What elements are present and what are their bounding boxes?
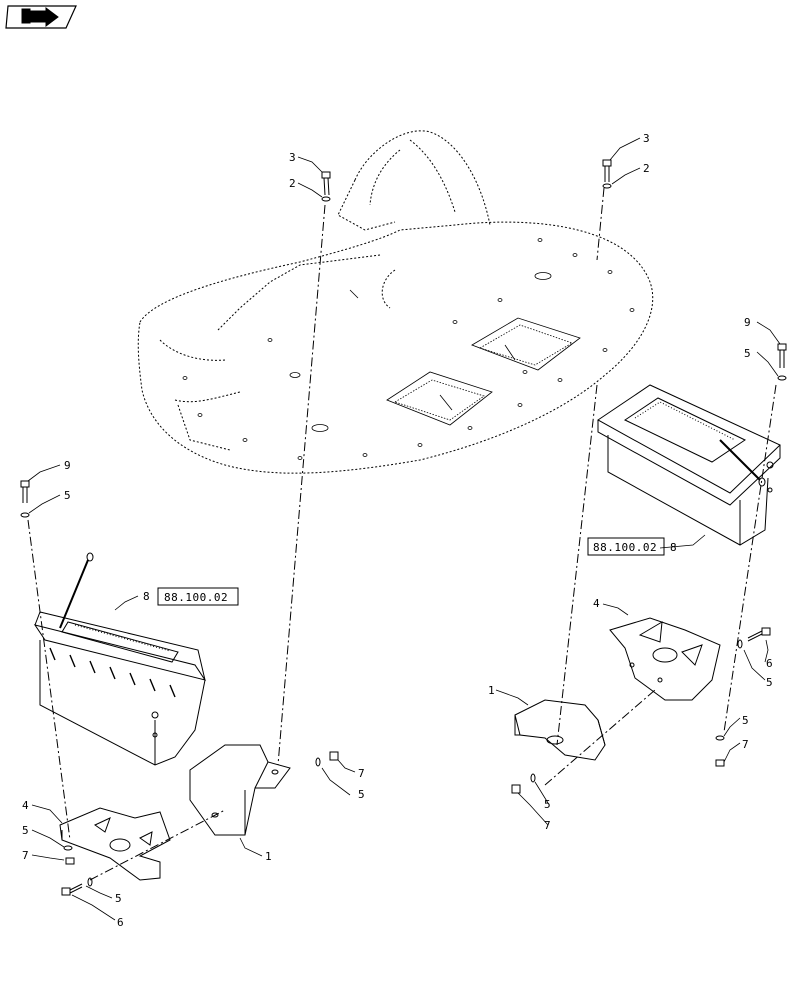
callout-5-right-top: 5 (744, 347, 751, 360)
callout-1-left: 1 (265, 850, 272, 863)
callout-5-right-b: 5 (742, 714, 749, 727)
reference-label-right[interactable]: 88.100.02 (593, 541, 657, 554)
callout-6-left: 6 (117, 916, 124, 929)
reference-box-left[interactable] (157, 587, 239, 606)
bolt-6-left (61, 883, 83, 896)
callout-7-right-a: 7 (742, 738, 749, 751)
callout-2-right: 2 (643, 162, 650, 175)
callout-5-left-a: 5 (22, 824, 29, 837)
callout-5-left-b: 5 (115, 892, 122, 905)
battery-box-right (597, 384, 781, 546)
callout-3-right: 3 (643, 132, 650, 145)
callout-7-right-b: 7 (544, 819, 551, 832)
washer-5-right-top (777, 375, 787, 381)
bolt-6-right (747, 627, 771, 642)
washer-2-left (321, 196, 331, 202)
bolt-9-right (777, 343, 787, 368)
bolt-9-left (20, 480, 30, 503)
washer-5-right-c (530, 773, 536, 783)
callout-5-right-c: 5 (544, 798, 551, 811)
battery-box-left (33, 552, 207, 766)
washer-5-left-c (315, 757, 321, 767)
callout-7-left-a: 7 (22, 849, 29, 862)
bracket-1-left (189, 744, 291, 836)
nut-7-left-b (329, 751, 339, 761)
callout-6-right: 6 (766, 657, 773, 670)
base-frame (137, 130, 654, 474)
nut-7-left-a (65, 857, 75, 865)
callout-2-left: 2 (289, 177, 296, 190)
callout-1-right: 1 (488, 684, 495, 697)
washer-2-right (602, 183, 612, 189)
washer-5-left-a (63, 845, 73, 851)
callout-5-left-top: 5 (64, 489, 71, 502)
centerlines (27, 187, 777, 881)
washer-5-left-top (20, 512, 30, 518)
callout-3-left: 3 (289, 151, 296, 164)
base-frame-cutouts (182, 238, 635, 460)
callout-5-left-c: 5 (358, 788, 365, 801)
washer-5-right-a (737, 639, 743, 649)
callout-labels: 3 2 3 2 9 5 9 5 8 8 4 5 7 5 6 1 7 5 4 1 … (22, 132, 773, 929)
callout-7-left-b: 7 (358, 767, 365, 780)
callout-4-left: 4 (22, 799, 29, 812)
reference-label-left[interactable]: 88.100.02 (164, 591, 228, 604)
callout-5-right-a: 5 (766, 676, 773, 689)
return-arrow-icon[interactable] (5, 5, 77, 29)
callout-9-right: 9 (744, 316, 751, 329)
bolt-3-right (602, 159, 612, 182)
callout-4-right: 4 (593, 597, 600, 610)
reference-box-right[interactable] (587, 537, 665, 556)
bolt-3-left (321, 171, 331, 196)
nut-7-right-b (511, 784, 521, 794)
nut-7-right-a (715, 759, 725, 767)
callout-9-left: 9 (64, 459, 71, 472)
bracket-4-left (59, 807, 171, 881)
washer-5-right-b (715, 735, 725, 741)
bracket-4-right (609, 617, 721, 701)
washer-5-left-b (87, 877, 93, 887)
leader-lines (27, 137, 781, 921)
callout-8-right: 8 (670, 541, 677, 554)
bracket-1-right (514, 699, 606, 761)
callout-8-left: 8 (143, 590, 150, 603)
